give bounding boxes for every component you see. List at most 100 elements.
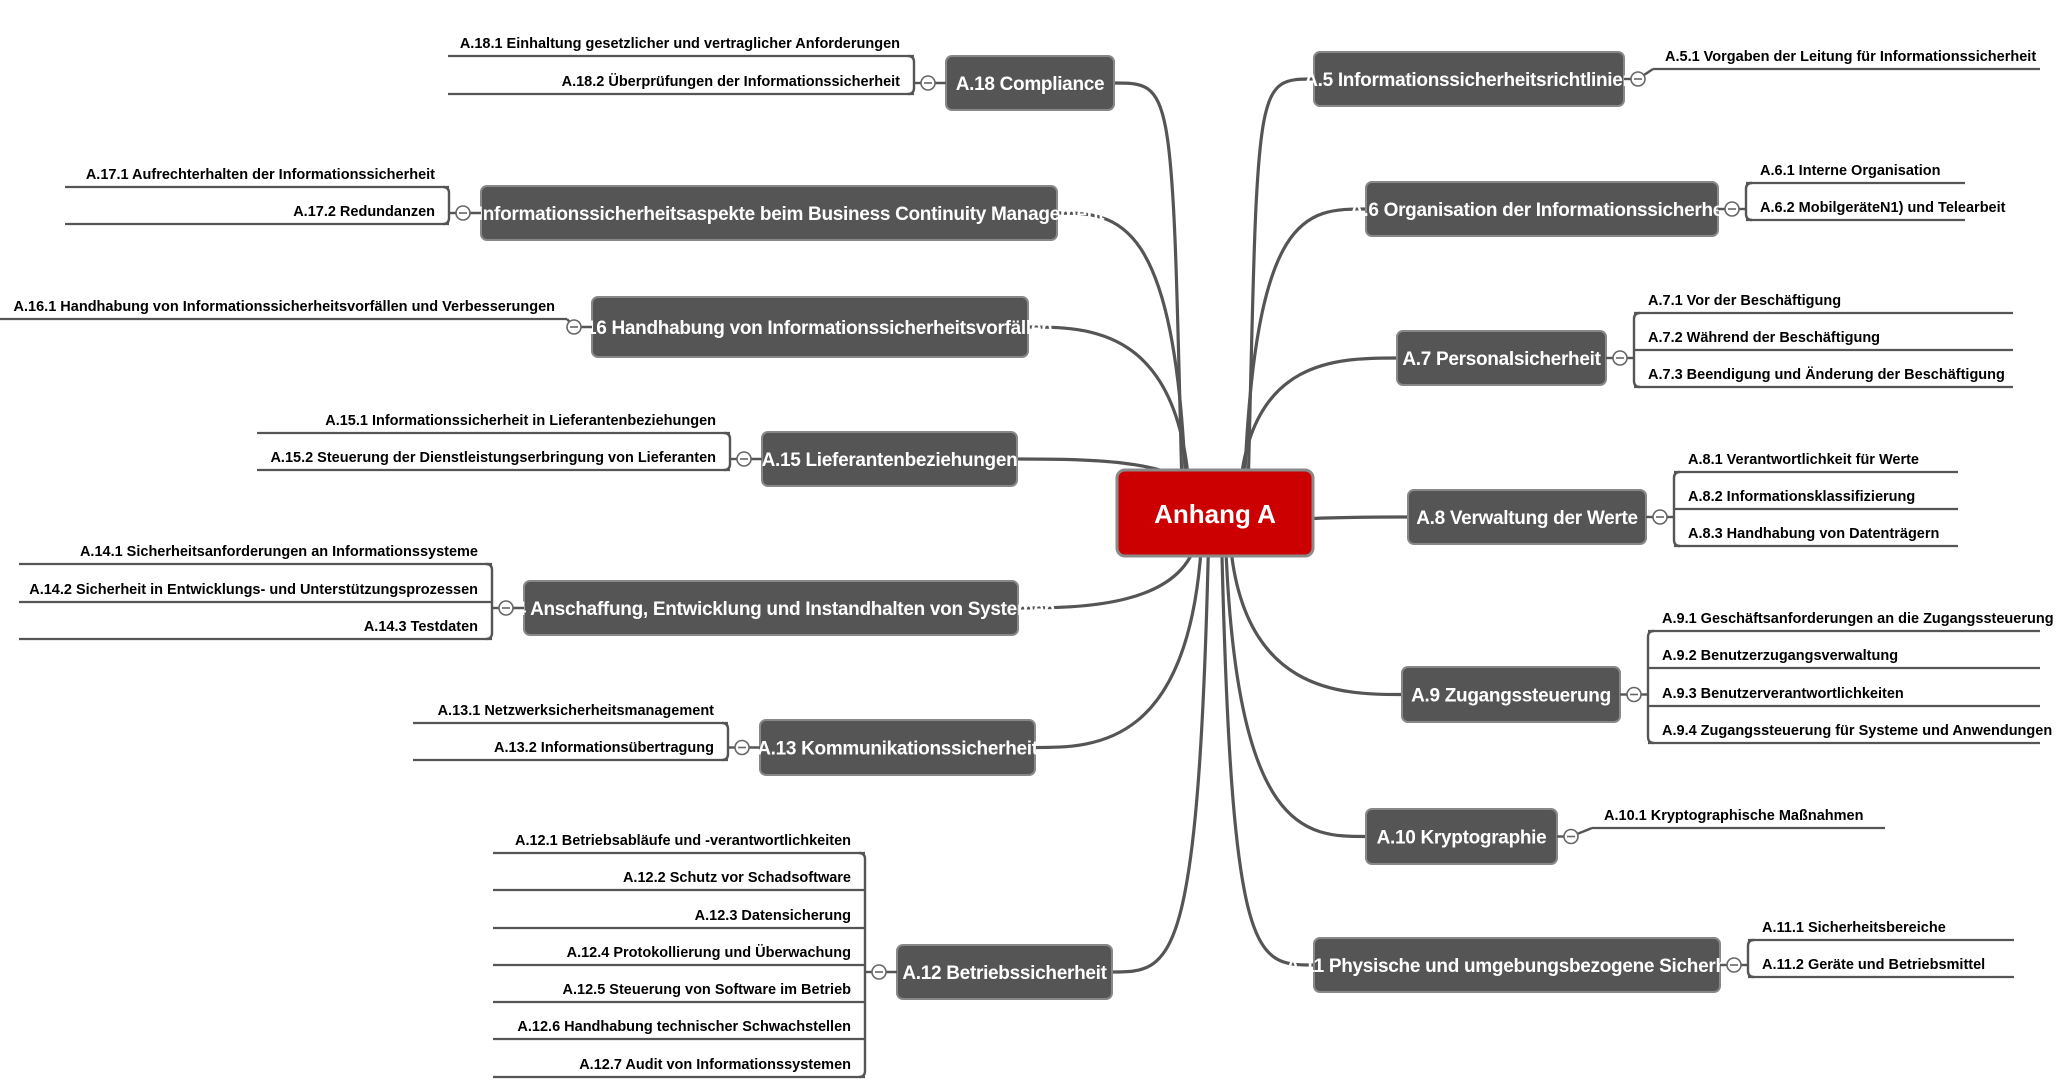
leaf-item[interactable]: A.7.1 Vor der Beschäftigung	[1648, 293, 1841, 309]
leaf-item[interactable]: A.12.3 Datensicherung	[695, 908, 851, 924]
leaf-item[interactable]: A.18.2 Überprüfungen der Informationssic…	[562, 73, 901, 90]
topic-label: A.13 Kommunikationssicherheit	[757, 739, 1039, 760]
leaf-item[interactable]: A.12.1 Betriebsabläufe und -verantwortli…	[515, 833, 851, 849]
topic-a15[interactable]: A.15 Lieferantenbeziehungen	[761, 431, 1018, 487]
collapse-toggle-icon[interactable]	[1563, 828, 1579, 845]
leaf-item[interactable]: A.17.1 Aufrechterhalten der Informations…	[86, 167, 435, 183]
leaf-item[interactable]: A.16.1 Handhabung von Informationssicher…	[14, 299, 555, 315]
collapse-toggle-icon[interactable]	[566, 319, 582, 335]
leaf-item[interactable]: A.7.3 Beendigung und Änderung der Beschä…	[1648, 366, 2005, 383]
topic-label: A.7 Personalsicherheit	[1402, 349, 1601, 370]
connector-a14	[1017, 532, 1200, 610]
topic-a7[interactable]: A.7 Personalsicherheit	[1396, 330, 1607, 386]
collapse-toggle-icon[interactable]	[871, 964, 887, 980]
collapse-toggle-icon[interactable]	[736, 451, 752, 467]
topic-a5[interactable]: A.5 Informationssicherheitsrichtlinien	[1304, 51, 1634, 107]
topic-a12[interactable]: A.12 Betriebssicherheit	[896, 944, 1113, 1000]
leaf-item[interactable]: A.9.1 Geschäftsanforderungen an die Zuga…	[1662, 611, 2054, 627]
leaf-item[interactable]: A.6.1 Interne Organisation	[1760, 163, 1941, 179]
children-a8: A.8.1 Verantwortlichkeit für WerteA.8.2 …	[1646, 452, 1958, 548]
collapse-toggle-icon[interactable]	[1612, 350, 1628, 366]
topic-layer: A.18 Compliance A.18.1 Einhaltung gesetzl…	[0, 36, 2054, 1079]
connector-a12	[1111, 532, 1211, 974]
topic-label: A.18 Compliance	[956, 74, 1105, 95]
leaf-item[interactable]: A.14.3 Testdaten	[364, 619, 478, 635]
leaf-item[interactable]: A.18.1 Einhaltung gesetzlicher und vertr…	[460, 36, 900, 52]
connector-a6	[1242, 207, 1367, 494]
topic-a10[interactable]: A.10 Kryptographie	[1365, 808, 1558, 865]
collapse-toggle-icon[interactable]	[498, 600, 514, 616]
topic-a8[interactable]: A.8 Verwaltung der Werte	[1407, 489, 1647, 545]
leaf-item[interactable]: A.8.1 Verantwortlichkeit für Werte	[1688, 452, 1919, 468]
connector-a5	[1246, 77, 1315, 494]
leaf-bracket	[907, 54, 916, 96]
collapse-toggle-icon[interactable]	[1630, 71, 1646, 87]
leaf-item[interactable]: A.13.2 Informationsübertragung	[494, 740, 714, 756]
connector-a13	[1034, 532, 1204, 750]
collapse-toggle-icon[interactable]	[1724, 201, 1740, 217]
collapse-toggle-icon[interactable]	[455, 205, 471, 221]
leaf-item[interactable]: A.9.4 Zugangssteuerung für Systeme und A…	[1662, 723, 2052, 739]
topic-label: A.8 Verwaltung der Werte	[1416, 508, 1638, 529]
leaf-item[interactable]: A.9.2 Benutzerzugangsverwaltung	[1662, 648, 1898, 664]
topic-label: A.12 Betriebssicherheit	[902, 963, 1107, 984]
collapse-toggle-icon[interactable]	[1652, 509, 1668, 525]
leaf-item[interactable]: A.13.1 Netzwerksicherheitsmanagement	[438, 703, 715, 719]
topic-a11[interactable]: A.11 Physische und umgebungsbezogene Sic…	[1286, 937, 1749, 993]
children-a12: A.12.1 Betriebsabläufe und -verantwortli…	[493, 833, 897, 1079]
topic-a9[interactable]: A.9 Zugangssteuerung	[1401, 666, 1621, 723]
collapse-toggle-icon[interactable]	[1726, 957, 1742, 973]
connector-a17	[1056, 211, 1188, 494]
connector-a16	[1027, 325, 1192, 494]
leaf-item[interactable]: A.17.2 Redundanzen	[293, 204, 435, 220]
children-a18: A.18.1 Einhaltung gesetzlicher und vertr…	[448, 36, 946, 96]
leaf-item[interactable]: A.11.1 Sicherheitsbereiche	[1762, 920, 1946, 936]
leaf-item[interactable]: A.12.2 Schutz vor Schadsoftware	[623, 870, 851, 886]
leaf-item[interactable]: A.15.1 Informationssicherheit in Liefera…	[325, 413, 716, 429]
connector-a18	[1113, 81, 1184, 494]
topic-a18[interactable]: A.18 Compliance	[945, 55, 1115, 111]
topic-a6[interactable]: A.6 Organisation der Informationssicherh…	[1350, 181, 1735, 237]
leaf-item[interactable]: A.7.2 Während der Beschäftigung	[1648, 330, 1880, 346]
leaf-item[interactable]: A.12.4 Protokollierung und Überwachung	[567, 944, 851, 961]
connector-a7	[1238, 356, 1398, 494]
children-a5: A.5.1 Vorgaben der Leitung für Informati…	[1624, 49, 2040, 87]
leaf-item[interactable]: A.14.1 Sicherheitsanforderungen an Infor…	[80, 544, 478, 560]
leaf-item[interactable]: A.15.2 Steuerung der Dienstleistungserbr…	[270, 450, 716, 466]
collapse-toggle-icon[interactable]	[734, 739, 750, 756]
leaf-item[interactable]: A.5.1 Vorgaben der Leitung für Informati…	[1665, 49, 2036, 65]
center-node-label: Anhang A	[1154, 499, 1276, 529]
connector-a11	[1219, 532, 1315, 967]
connector-a10	[1223, 532, 1367, 839]
leaf-bracket	[721, 721, 730, 762]
leaf-item[interactable]: A.10.1 Kryptographische Maßnahmen	[1604, 808, 1863, 824]
center-node[interactable]: Anhang A	[1115, 468, 1315, 558]
topic-label: A.14 Anschaffung, Entwicklung und Instan…	[487, 599, 1055, 620]
leaf-item[interactable]: A.14.2 Sicherheit in Entwicklungs- und U…	[29, 582, 478, 598]
leaf-item[interactable]: A.11.2 Geräte und Betriebsmittel	[1762, 957, 1985, 973]
leaf-item[interactable]: A.8.2 Informationsklassifizierung	[1688, 489, 1915, 505]
topic-label: A.9 Zugangssteuerung	[1411, 686, 1611, 707]
topic-a14[interactable]: A.14 Anschaffung, Entwicklung und Instan…	[487, 580, 1055, 636]
leaf-item[interactable]: A.9.3 Benutzerverantwortlichkeiten	[1662, 686, 1904, 702]
leaf-item[interactable]: A.12.7 Audit von Informationssystemen	[579, 1057, 851, 1073]
leaf-bracket	[1646, 629, 1655, 745]
leaf-item[interactable]: A.12.5 Steuerung von Software im Betrieb	[563, 982, 852, 998]
leaf-item[interactable]: A.6.2 MobilgeräteN1) und Telearbeit	[1760, 200, 2006, 216]
center-node-box[interactable]	[1115, 468, 1315, 558]
children-a10: A.10.1 Kryptographische Maßnahmen	[1557, 808, 1885, 845]
topic-label: A.6 Organisation der Informationssicherh…	[1350, 200, 1735, 221]
collapse-toggle-icon[interactable]	[920, 75, 936, 91]
topic-a13[interactable]: A.13 Kommunikationssicherheit	[757, 719, 1039, 776]
topic-label: A.17 Informationssicherheitsaspekte beim…	[434, 204, 1105, 225]
leaf-item[interactable]: A.12.6 Handhabung technischer Schwachste…	[517, 1019, 851, 1035]
children-a13: A.13.1 NetzwerksicherheitsmanagementA.13…	[413, 703, 760, 762]
leaf-item[interactable]: A.8.3 Handhabung von Datenträgern	[1688, 526, 1939, 542]
leaf-bracket	[1746, 938, 1755, 979]
topic-a17[interactable]: A.17 Informationssicherheitsaspekte beim…	[434, 185, 1105, 241]
topic-a16[interactable]: A.16 Handhabung von Informationssicherhe…	[568, 296, 1053, 358]
collapse-toggle-icon[interactable]	[1626, 686, 1642, 703]
